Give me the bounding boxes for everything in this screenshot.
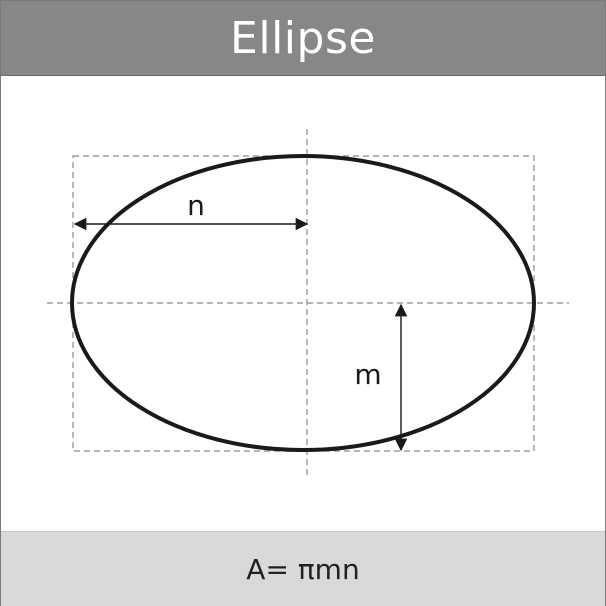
title-bar: Ellipse — [1, 1, 605, 76]
area-formula: A= πmn — [246, 552, 360, 586]
ellipse-outline — [70, 154, 536, 452]
semi-minor-label: m — [354, 358, 381, 391]
semi-major-label: n — [187, 189, 205, 222]
formula-bar: A= πmn — [1, 531, 605, 606]
page-title: Ellipse — [230, 12, 376, 64]
